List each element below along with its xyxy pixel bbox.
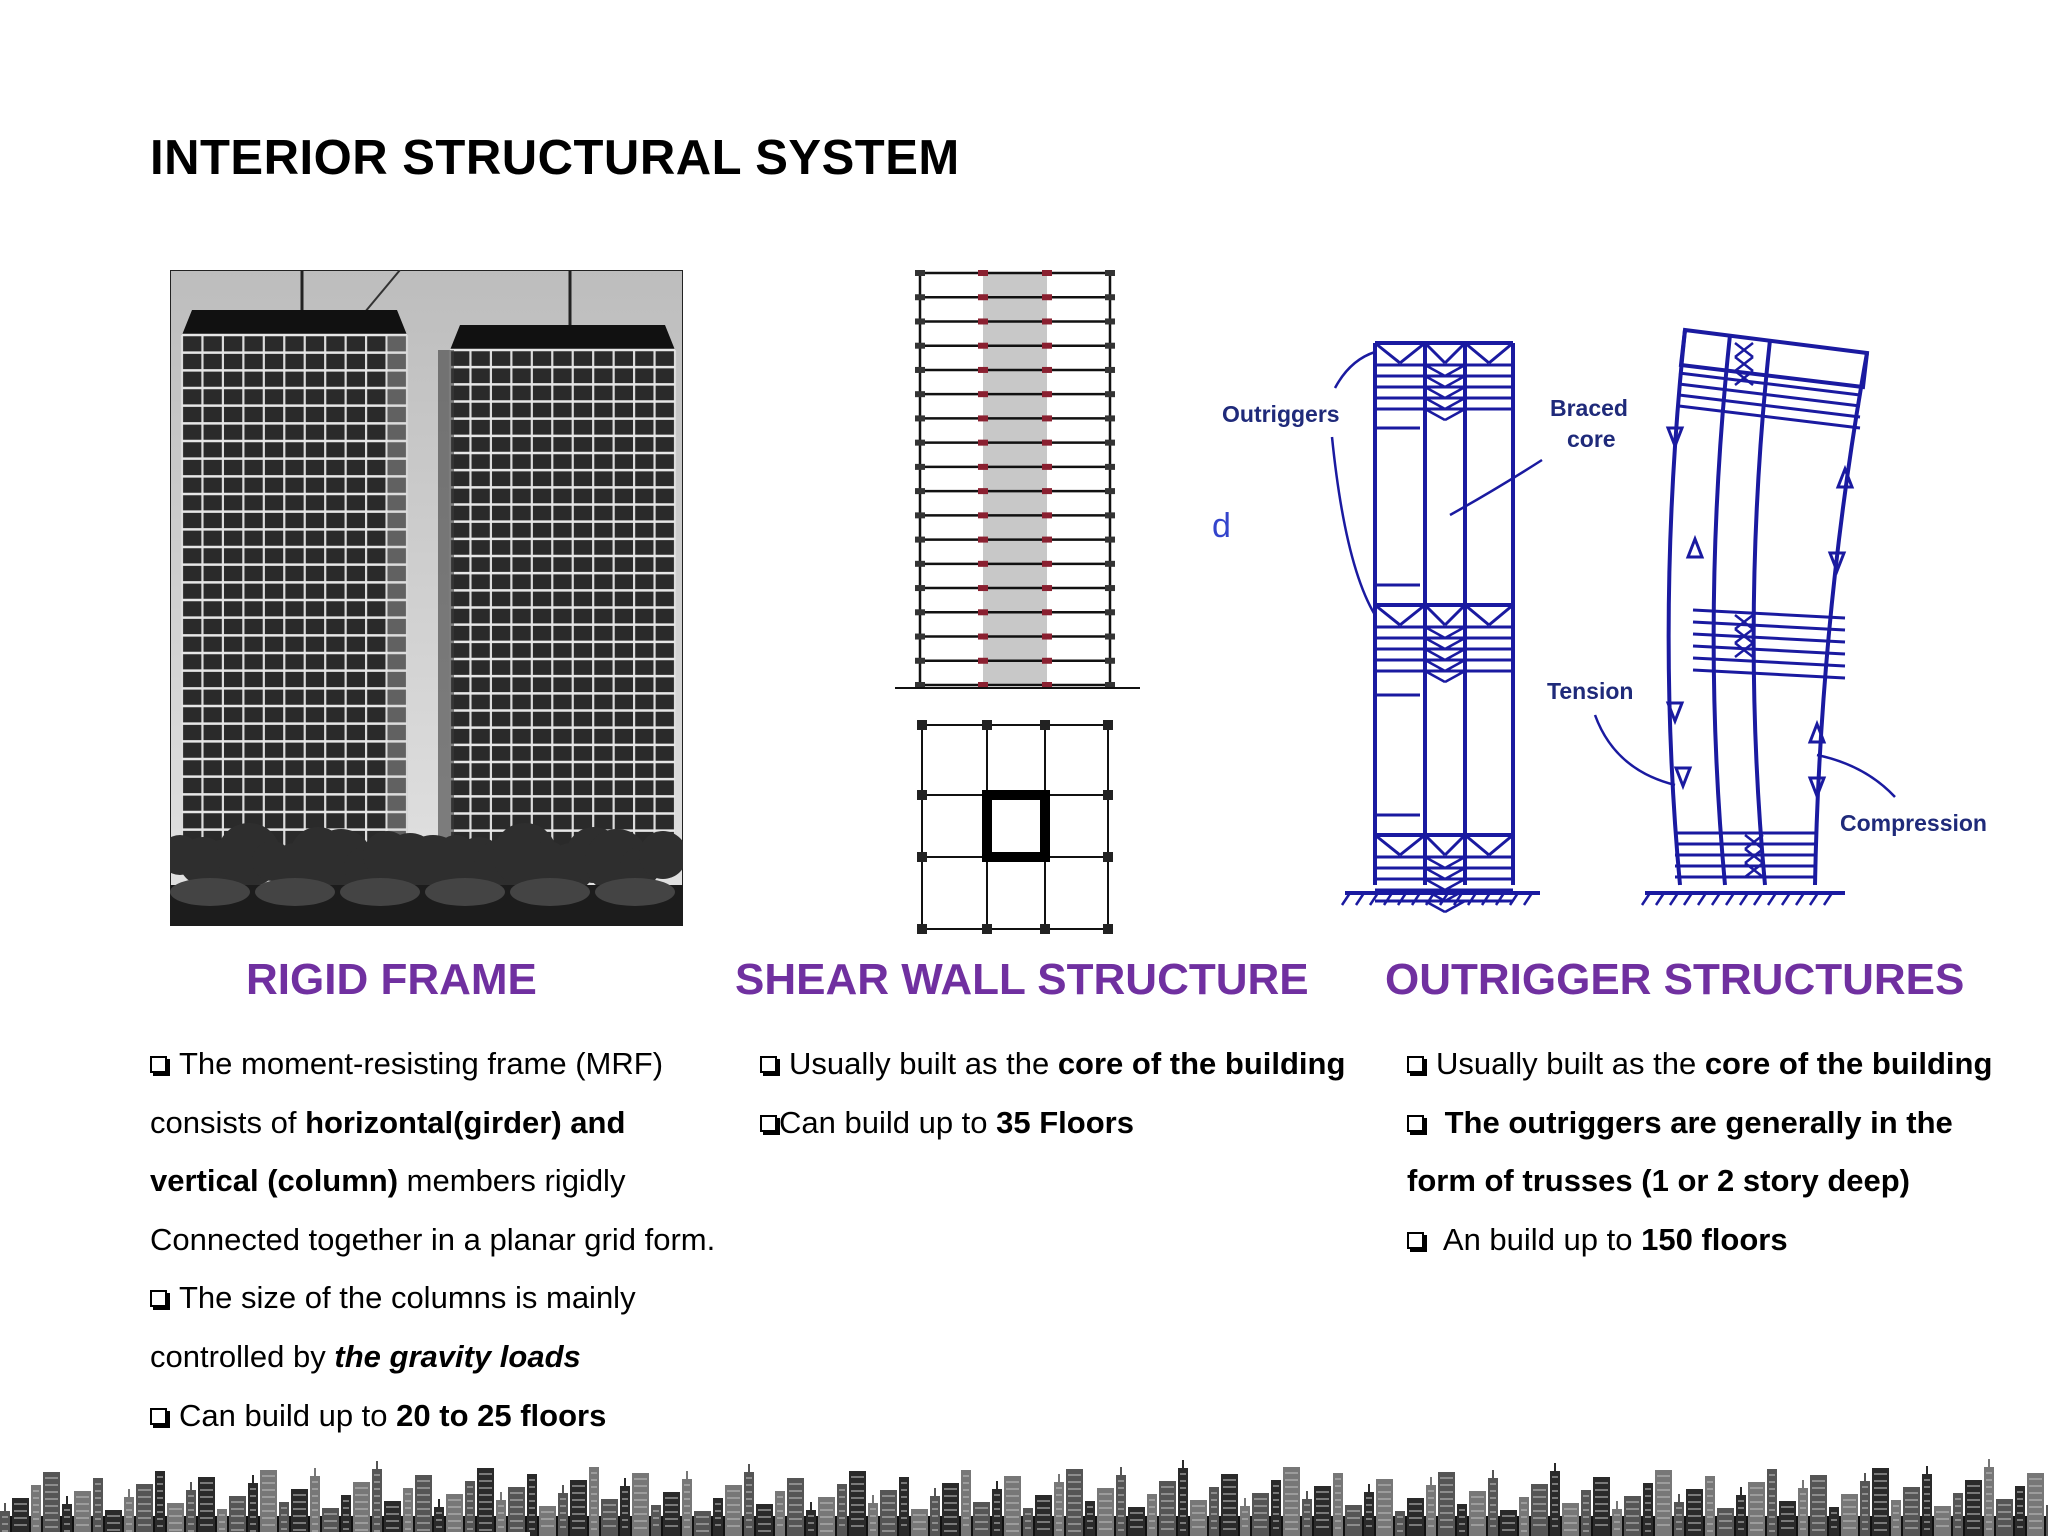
bullet-line: Can build up to 35 Floors bbox=[760, 1094, 1345, 1153]
checkbox-bullet-icon bbox=[150, 1290, 167, 1308]
bullet-line: Connected together in a planar grid form… bbox=[150, 1211, 715, 1270]
bullet-text: An build up to bbox=[1436, 1221, 1642, 1257]
bullet-text: core of the building bbox=[1704, 1046, 1993, 1081]
rigid-frame-heading: RIGID FRAME bbox=[246, 955, 537, 1004]
bullet-text: form of trusses (1 or 2 story deep) bbox=[1407, 1163, 1911, 1199]
bullet-text: Connected together in a planar grid form… bbox=[150, 1221, 716, 1257]
compression-label: Compression bbox=[1840, 810, 1987, 836]
slide-title: INTERIOR STRUCTURAL SYSTEM bbox=[150, 131, 960, 185]
bullet-text: 20 to 25 floors bbox=[396, 1397, 607, 1433]
bullet-line: form of trusses (1 or 2 story deep) bbox=[1407, 1152, 1992, 1211]
bullet-text: vertical (column) bbox=[150, 1163, 399, 1199]
bullet-text: The moment-resisting frame (MRF) bbox=[179, 1046, 664, 1081]
bullet-text: controlled by bbox=[150, 1338, 335, 1374]
shear-wall-diagram bbox=[895, 265, 1145, 935]
outrigger-bullets: Usually built as the core of the buildin… bbox=[1407, 1035, 1992, 1269]
bullet-text: Can build up to bbox=[779, 1104, 997, 1140]
bullet-text: 150 floors bbox=[1641, 1221, 1788, 1257]
checkbox-bullet-icon bbox=[1407, 1114, 1424, 1132]
bullet-text: 35 Floors bbox=[996, 1104, 1134, 1140]
bullet-text: Usually built as the bbox=[1436, 1046, 1705, 1081]
bullet-line: The moment-resisting frame (MRF) bbox=[150, 1035, 715, 1094]
checkbox-bullet-icon bbox=[1407, 1056, 1424, 1073]
tension-label: Tension bbox=[1547, 678, 1633, 704]
rigid-frame-photo bbox=[170, 270, 683, 926]
checkbox-bullet-icon bbox=[150, 1056, 167, 1073]
fragment-label: d bbox=[1212, 507, 1231, 545]
checkbox-bullet-icon bbox=[760, 1056, 777, 1073]
bullet-text: core of the building bbox=[1057, 1046, 1346, 1081]
bullet-text: members rigidly bbox=[398, 1163, 626, 1199]
bullet-text: Usually built as the bbox=[789, 1046, 1058, 1081]
braced-core-label-1: Braced bbox=[1550, 395, 1628, 421]
bullet-text: the gravity loads bbox=[334, 1338, 581, 1374]
braced-core-label-2: core bbox=[1567, 426, 1616, 452]
bullet-line: Usually built as the core of the buildin… bbox=[760, 1035, 1345, 1094]
outrigger-diagram: Outriggers Braced core d Tension Compres… bbox=[1205, 315, 2020, 915]
checkbox-bullet-icon bbox=[150, 1407, 167, 1425]
bullet-line: Usually built as the core of the buildin… bbox=[1407, 1035, 1992, 1094]
shear-wall-bullets: Usually built as the core of the buildin… bbox=[760, 1035, 1345, 1152]
bullet-text: The outriggers are generally in the bbox=[1436, 1104, 1953, 1140]
checkbox-bullet-icon bbox=[1407, 1231, 1424, 1249]
shear-wall-heading: SHEAR WALL STRUCTURE bbox=[735, 955, 1309, 1004]
outrigger-heading: OUTRIGGER STRUCTURES bbox=[1385, 955, 1965, 1004]
bullet-line: consists of horizontal(girder) and bbox=[150, 1094, 715, 1153]
bullet-line: The outriggers are generally in the bbox=[1407, 1094, 1992, 1153]
bullet-line: controlled by the gravity loads bbox=[150, 1328, 715, 1387]
checkbox-bullet-icon bbox=[760, 1114, 777, 1132]
bullet-line: An build up to 150 floors bbox=[1407, 1211, 1992, 1270]
bullet-line: vertical (column) members rigidly bbox=[150, 1152, 715, 1211]
bullet-text: horizontal(girder) and bbox=[305, 1104, 626, 1140]
bullet-text: consists of bbox=[150, 1104, 306, 1140]
bullet-line: The size of the columns is mainly bbox=[150, 1269, 715, 1328]
bullet-text: Can build up to bbox=[179, 1397, 397, 1433]
bullet-text: The size of the columns is mainly bbox=[179, 1280, 636, 1316]
outriggers-label: Outriggers bbox=[1222, 401, 1340, 427]
rigid-frame-bullets: The moment-resisting frame (MRF) consists… bbox=[150, 1035, 715, 1445]
bullet-line: Can build up to 20 to 25 floors bbox=[150, 1387, 715, 1446]
city-skyline-decoration bbox=[0, 1459, 2048, 1536]
